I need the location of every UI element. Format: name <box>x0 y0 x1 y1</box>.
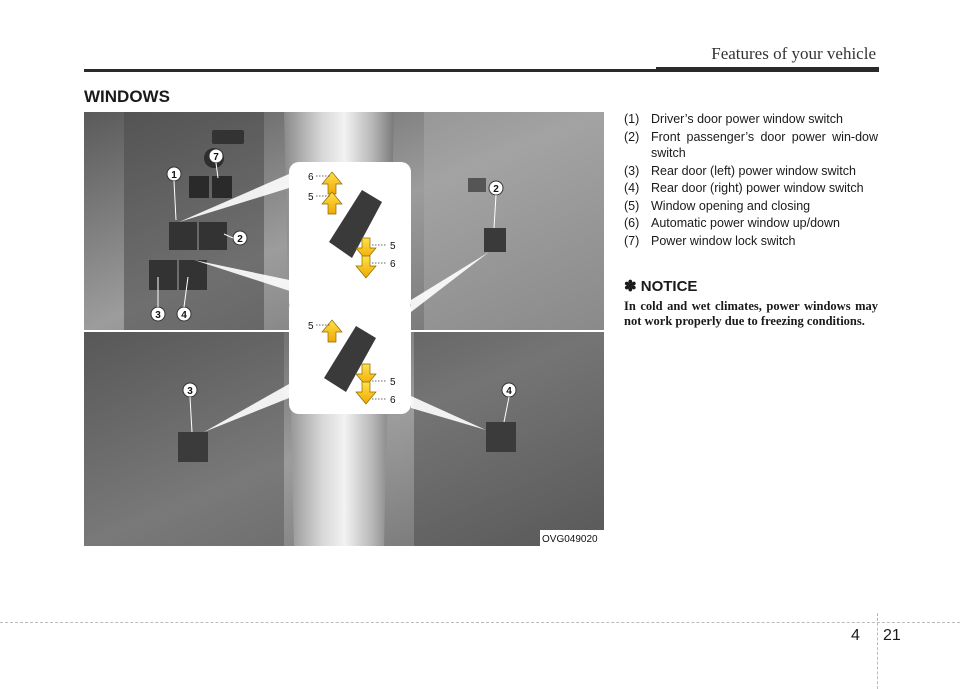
section-title: WINDOWS <box>84 87 170 107</box>
legend-item: (7)Power window lock switch <box>624 233 878 250</box>
notice-body: In cold and wet climates, power windows … <box>624 299 878 329</box>
window-switch-figure: 6 5 5 6 5 5 6 1 2 <box>84 112 604 546</box>
figure-illustration: 6 5 5 6 5 5 6 1 2 <box>84 112 604 546</box>
page-number: 21 <box>883 627 901 645</box>
svg-text:3: 3 <box>155 310 161 321</box>
legend-item: (2)Front passenger’s door power win-dow … <box>624 129 878 162</box>
legend-item: (5)Window opening and closing <box>624 198 878 215</box>
inset-rear-switch: 5 5 6 <box>289 298 411 414</box>
inset-label: 6 <box>390 259 396 270</box>
figure-code: OVG049020 <box>542 534 598 545</box>
legend-item: (4)Rear door (right) power window switch <box>624 180 878 197</box>
inset-label: 5 <box>390 377 396 388</box>
legend-item: (3)Rear door (left) power window switch <box>624 163 878 180</box>
callout-7: 7 <box>209 149 223 163</box>
callout-4-rear: 4 <box>502 383 516 397</box>
callout-3: 3 <box>151 307 165 321</box>
svg-text:4: 4 <box>181 310 187 321</box>
inset-label: 6 <box>390 395 396 406</box>
rear-left-switch <box>178 432 208 462</box>
inset-label: 5 <box>308 192 314 203</box>
svg-text:1: 1 <box>171 170 177 181</box>
callout-2-passenger: 2 <box>489 181 503 195</box>
rear-right-switch <box>486 422 516 452</box>
callout-4: 4 <box>177 307 191 321</box>
legend-list: (1)Driver’s door power window switch (2)… <box>624 111 878 250</box>
footer-divider <box>877 613 878 689</box>
legend-item: (6)Automatic power window up/down <box>624 215 878 232</box>
inset-label: 6 <box>308 172 314 183</box>
callout-2: 2 <box>233 231 247 245</box>
inset-label: 5 <box>308 321 314 332</box>
svg-text:4: 4 <box>506 386 512 397</box>
inset-label: 5 <box>390 241 396 252</box>
header-rule-accent <box>656 67 879 72</box>
svg-text:2: 2 <box>237 234 243 245</box>
svg-text:3: 3 <box>187 386 193 397</box>
chapter-number: 4 <box>851 627 860 645</box>
svg-text:7: 7 <box>213 152 219 163</box>
legend-item: (1)Driver’s door power window switch <box>624 111 878 128</box>
passenger-switch <box>484 228 506 252</box>
callout-1: 1 <box>167 167 181 181</box>
inset-front-switch: 6 5 5 6 <box>289 162 411 312</box>
svg-text:2: 2 <box>493 184 499 195</box>
callout-3-rear: 3 <box>183 383 197 397</box>
running-header: Features of your vehicle <box>711 44 876 64</box>
notice-heading: ✽ NOTICE <box>624 277 697 295</box>
footer-rule <box>0 622 960 623</box>
